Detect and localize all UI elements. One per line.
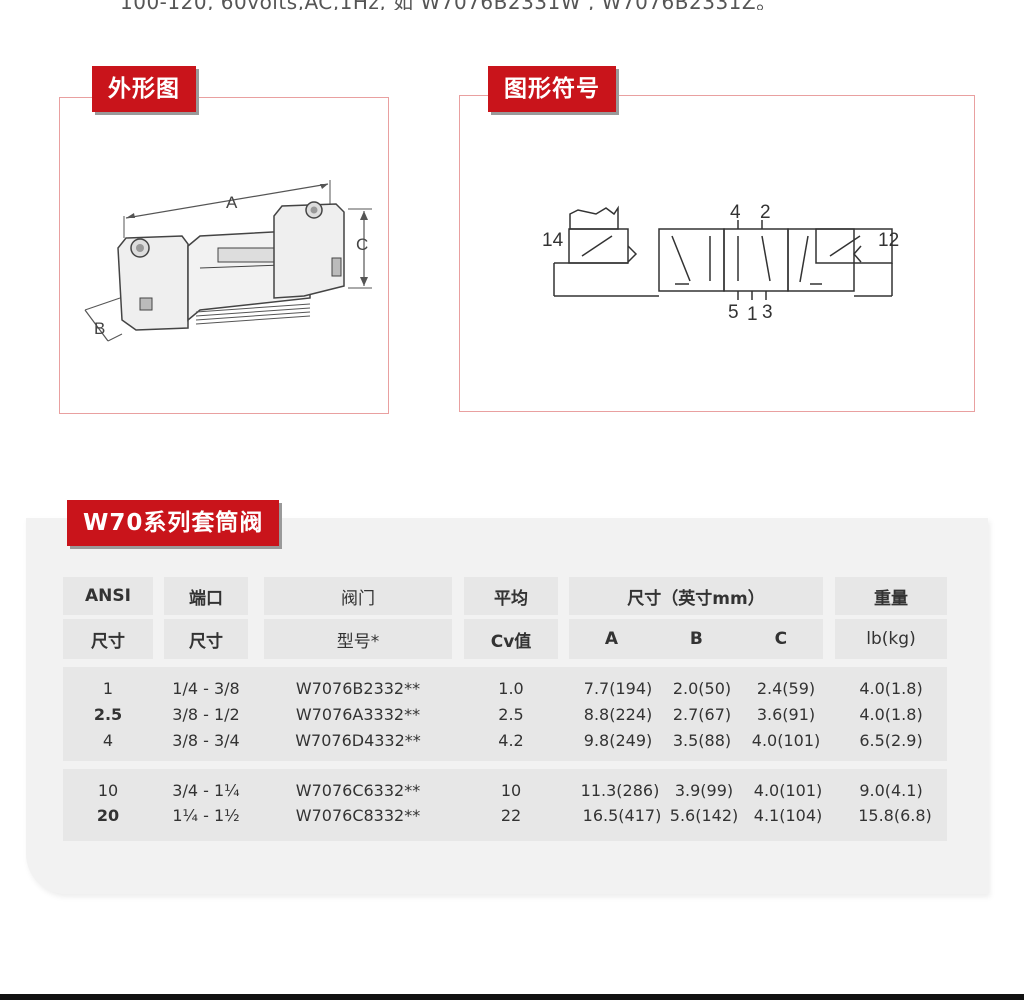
cell-dim-b: 2.0(50): [672, 679, 732, 698]
port-1-label: 1: [747, 304, 758, 325]
table-group-1: [63, 667, 947, 761]
cell-dim-a: 11.3(286): [580, 781, 660, 800]
intro-text: 100-120, 60volts,AC,1Hz, 如 W7076B2331W ,…: [120, 0, 960, 10]
header-port: 端口: [164, 577, 248, 615]
cell-weight: 15.8(6.8): [858, 806, 932, 825]
cell-weight: 6.5(2.9): [859, 731, 923, 750]
cell-weight: 4.0(1.8): [859, 705, 923, 724]
cell-dim-b: 3.5(88): [672, 731, 732, 750]
header-valve: 阀门: [264, 577, 452, 615]
cell-dim-a: 8.8(224): [583, 705, 653, 724]
header-avg-sub: Cv值: [464, 619, 558, 659]
dim-b-label: B: [94, 319, 105, 338]
cell-dim-c: 2.4(59): [756, 679, 816, 698]
cell-port: 3/4 - 1¼: [172, 781, 240, 800]
header-avg: 平均: [464, 577, 558, 615]
header-dims: 尺寸（英寸mm）: [569, 577, 823, 615]
header-dims-sub: A B C: [569, 619, 823, 659]
outline-drawing-box: A C B: [59, 97, 389, 414]
port-2-label: 2: [760, 202, 771, 223]
table-tag: W70系列套筒阀: [67, 500, 280, 546]
port-14-label: 14: [542, 230, 564, 251]
cell-cv: 4.2: [498, 731, 524, 750]
symbol-tag: 图形符号: [488, 66, 616, 112]
cell-cv: 22: [500, 806, 522, 825]
cell-model: W7076A3332**: [295, 705, 421, 724]
cell-port: 3/8 - 3/4: [172, 731, 240, 750]
right-actuator: [815, 228, 893, 264]
table-group-2: [63, 769, 947, 841]
port-3-label: 3: [762, 302, 773, 323]
port-4-label: 4: [730, 202, 741, 223]
cell-cv: 2.5: [498, 705, 524, 724]
bottom-bar: [0, 994, 1024, 1000]
header-ansi: ANSI: [63, 577, 153, 615]
cell-weight: 9.0(4.1): [859, 781, 923, 800]
cell-ansi: 4: [102, 731, 114, 750]
cell-dim-b: 2.7(67): [672, 705, 732, 724]
cell-port: 1¼ - 1½: [172, 806, 240, 825]
cell-cv: 1.0: [498, 679, 524, 698]
header-ansi-sub: 尺寸: [63, 619, 153, 659]
cell-ansi: 20: [96, 806, 120, 825]
cell-dim-c: 4.1(104): [753, 806, 823, 825]
valve-outline-drawing: A C B: [84, 180, 372, 342]
dim-c-label: C: [356, 235, 368, 254]
header-dim-a: A: [604, 629, 619, 649]
cell-dim-a: 16.5(417): [582, 806, 662, 825]
outline-tag: 外形图: [92, 66, 196, 112]
cell-cv: 10: [500, 781, 522, 800]
cell-dim-b: 3.9(99): [674, 781, 734, 800]
cell-dim-a: 9.8(249): [583, 731, 653, 750]
cell-model: W7076C8332**: [295, 806, 421, 825]
cell-ansi: 2.5: [93, 705, 123, 724]
port-5-label: 5: [728, 302, 739, 323]
header-dim-c: C: [774, 629, 788, 649]
header-valve-sub: 型号*: [264, 619, 452, 659]
header-weight-sub: lb(kg): [835, 619, 947, 659]
cell-ansi: 1: [102, 679, 114, 698]
cell-model: W7076C6332**: [295, 781, 421, 800]
right-actuator-line: [829, 235, 861, 257]
cell-port: 3/8 - 1/2: [172, 705, 240, 724]
valve-symbol-diagram: 14 12 42 513: [542, 202, 899, 325]
cell-dim-c: 4.0(101): [751, 731, 821, 750]
header-port-sub: 尺寸: [164, 619, 248, 659]
cell-dim-c: 4.0(101): [753, 781, 823, 800]
cell-model: W7076D4332**: [295, 731, 421, 750]
dim-a-label: A: [226, 193, 238, 212]
cell-port: 1/4 - 3/8: [172, 679, 240, 698]
cell-ansi: 10: [97, 781, 119, 800]
cell-dim-b: 5.6(142): [669, 806, 739, 825]
header-dim-b: B: [689, 629, 703, 649]
cell-model: W7076B2332**: [295, 679, 421, 698]
port-12-label: 12: [878, 230, 899, 251]
cell-dim-c: 3.6(91): [756, 705, 816, 724]
cell-dim-a: 7.7(194): [583, 679, 653, 698]
cell-weight: 4.0(1.8): [859, 679, 923, 698]
header-weight: 重量: [835, 577, 947, 615]
